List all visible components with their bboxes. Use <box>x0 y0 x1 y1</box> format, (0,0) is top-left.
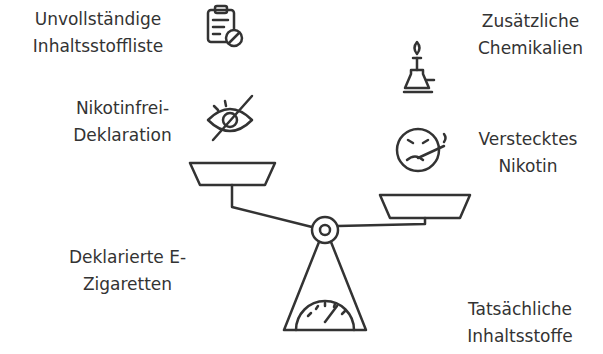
flask-icon <box>404 42 434 92</box>
sad-face-icon <box>397 129 446 171</box>
callout-label: Tatsächliche Inhaltsstoffe <box>440 296 600 350</box>
callout-label: Deklarierte E-Zigaretten <box>55 244 200 298</box>
callout-label: Verstecktes Nikotin <box>458 126 598 180</box>
clipboard-icon <box>208 6 242 46</box>
callout-label: Nikotinfrei-Deklaration <box>55 95 190 149</box>
eye-crossed-icon <box>208 96 252 140</box>
callout-label: Zusätzliche Chemikalien <box>458 8 603 62</box>
callout-label: Unvollständige Inhaltsstoffliste <box>2 6 194 60</box>
balance-scale <box>190 163 470 330</box>
